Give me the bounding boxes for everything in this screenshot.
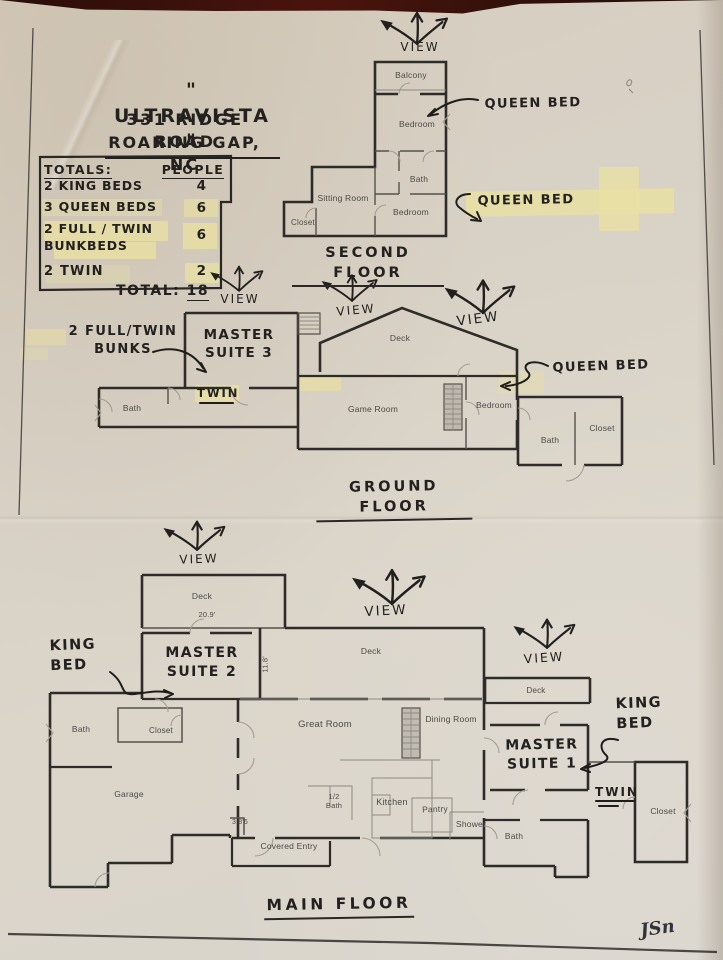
room-label-bath: Bath	[122, 403, 142, 413]
note-king-bed: KING BED	[615, 694, 663, 732]
room-label-covered-entry: Covered Entry	[260, 841, 318, 851]
stairs-icon	[297, 312, 321, 335]
paper-edge-shadow	[697, 0, 723, 960]
stairs-icon	[401, 707, 421, 759]
room-label-pantry: Pantry	[421, 803, 449, 815]
second-floor-walls	[282, 60, 451, 238]
note-king-bed: KING BED	[49, 636, 97, 674]
paper-crease	[0, 505, 723, 531]
view-label: VIEW	[179, 551, 219, 567]
tape-highlight	[42, 199, 162, 216]
tape-highlight	[26, 329, 66, 345]
view-label: VIEW	[400, 40, 440, 54]
paper-crease	[0, 40, 170, 190]
photocopy-edge-lines	[7, 27, 718, 954]
tape-highlight	[44, 221, 168, 241]
room-label-bath: Bath	[409, 174, 429, 184]
totals-row-people: 4	[196, 178, 208, 194]
view-arrows-icon	[512, 618, 576, 650]
annotation-arrows	[109, 98, 635, 807]
room-label-dining-room: Dining Room	[425, 714, 477, 724]
room-label-bath: Bath	[71, 724, 91, 734]
tape-highlight	[184, 199, 218, 217]
totals-row-item: 3 QUEEN BEDS	[44, 199, 157, 214]
view-label: VIEW	[364, 601, 408, 621]
room-label-bedroom: Bedroom	[393, 207, 429, 217]
tape-highlight	[54, 242, 156, 259]
note-master-suite-2: MASTER SUITE 2	[165, 645, 239, 680]
room-label-game-room: Game Room	[348, 404, 398, 414]
property-name: " ULTRAVISTA "	[105, 78, 280, 159]
totals-header-people: PEOPLE	[161, 162, 225, 179]
tape-highlight	[185, 263, 219, 283]
main-floor-walls	[45, 573, 692, 889]
room-label-great-room: Great Room	[298, 719, 352, 730]
note-master-suite-3: MASTER SUITE 3	[203, 327, 275, 362]
address-line-1: 331 RIDGE ROAD	[126, 110, 244, 151]
tape-highlight	[20, 348, 48, 360]
stairs-icon	[443, 383, 463, 431]
room-label-kitchen: Kitchen	[376, 797, 408, 807]
dimension-label: 11.8'	[260, 656, 270, 673]
ground-floor-walls	[94, 306, 624, 482]
room-label-closet: Closet	[650, 806, 676, 816]
note-bunks: 2 FULL/TWIN BUNKS	[68, 324, 178, 357]
note-twin: TWIN	[197, 386, 240, 400]
note-master-suite-1: MASTER SUITE 1	[505, 736, 579, 773]
room-label-bath: Bath	[540, 435, 560, 445]
tape-highlight	[299, 375, 341, 391]
totals-row-item: 2 KING BEDS	[44, 178, 143, 193]
tape-highlight	[183, 223, 217, 249]
room-label-deck: Deck	[389, 333, 411, 343]
door-arcs	[94, 363, 585, 482]
dimension-label: 3.8'6	[232, 819, 248, 826]
room-label-garage: Garage	[114, 789, 144, 799]
view-label: VIEW	[220, 292, 260, 306]
floor-title-ground: GROUND FLOOR	[315, 476, 473, 523]
door-arcs	[45, 618, 692, 888]
totals-header-item: TOTALS:	[44, 162, 113, 179]
note-queen-bed: QUEEN BED	[477, 192, 575, 209]
floor-title-second: SECOND FLOOR	[292, 244, 444, 288]
room-label-closet: Closet	[149, 726, 173, 735]
totals-table-box	[38, 154, 233, 292]
room-label-shower: Shower	[455, 819, 487, 829]
totals-row-item: 2 TWIN	[44, 264, 104, 279]
view-arrows-icon	[350, 569, 426, 606]
view-arrows-icon	[162, 520, 226, 552]
address-line-2: ROARING GAP, NC	[108, 133, 261, 174]
totals-row-item: 2 FULL / TWIN BUNKBEDS	[44, 221, 153, 253]
room-label-bedroom: Bedroom	[476, 400, 512, 410]
room-label-half-bath: 1/2 Bath	[325, 792, 343, 810]
room-label-deck: Deck	[360, 646, 382, 656]
room-label-closet: Closet	[291, 218, 315, 227]
room-label-sitting-room: Sitting Room	[317, 193, 369, 203]
totals-row-people: 6	[196, 200, 208, 216]
dimension-label: 20.9'	[198, 610, 216, 619]
room-label-deck: Deck	[526, 686, 546, 695]
room-label-closet: Closet	[589, 423, 615, 433]
totals-grand-total: TOTAL: 18	[116, 283, 210, 301]
tape-highlight	[46, 265, 130, 283]
pencil-mark	[626, 79, 634, 94]
tape-cross	[599, 167, 639, 231]
note-queen-bed: QUEEN BED	[484, 95, 582, 112]
floor-title-main: MAIN FLOOR	[263, 892, 415, 921]
totals-row-people: 2	[196, 263, 208, 279]
note-twin: TWIN	[595, 785, 639, 799]
room-label-balcony: Balcony	[395, 70, 427, 80]
room-label-deck: Deck	[191, 591, 213, 601]
room-label-bedroom: Bedroom	[399, 119, 435, 129]
totals-row-people: 6	[196, 227, 208, 243]
room-label-bath: Bath	[504, 831, 524, 841]
